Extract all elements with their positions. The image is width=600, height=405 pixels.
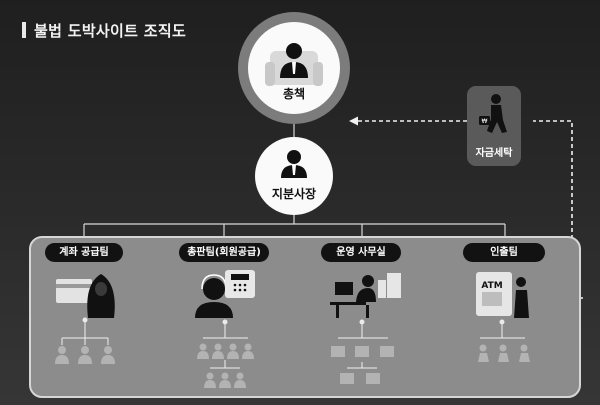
- member-figures: [55, 343, 530, 388]
- card-hoodie-icon: [56, 274, 115, 318]
- sub-boss-node: 지분사장: [255, 137, 333, 215]
- teams-panel: [29, 236, 581, 398]
- boss-label: 총책: [282, 87, 306, 101]
- team-label-distributor: 총판팀(회원공급): [179, 243, 269, 262]
- laundering-node: ₩ 자금세탁: [467, 86, 521, 166]
- diagram-title: 불법 도박사이트 조직도: [34, 22, 187, 40]
- laundering-label: 자금세탁: [475, 148, 513, 159]
- walking-briefcase-icon: ₩: [479, 94, 507, 133]
- svg-text:₩: ₩: [482, 118, 488, 125]
- boss-node: 총책: [238, 12, 350, 124]
- atm-withdraw-icon: ATM: [476, 272, 529, 318]
- person-suit-icon: [281, 150, 307, 178]
- team-label-account: 계좌 공급팀: [45, 243, 123, 262]
- desk-computer-icon: [330, 273, 401, 318]
- svg-text:ATM: ATM: [481, 281, 502, 291]
- team-label-withdrawal: 인출팀: [463, 243, 545, 262]
- sub-boss-label: 지분사장: [271, 187, 317, 201]
- boss-armchair-icon: [265, 43, 323, 86]
- title-accent-bar: [22, 22, 26, 38]
- team-label-operations: 운영 사무실: [321, 243, 401, 262]
- headset-phone-icon: [195, 270, 255, 318]
